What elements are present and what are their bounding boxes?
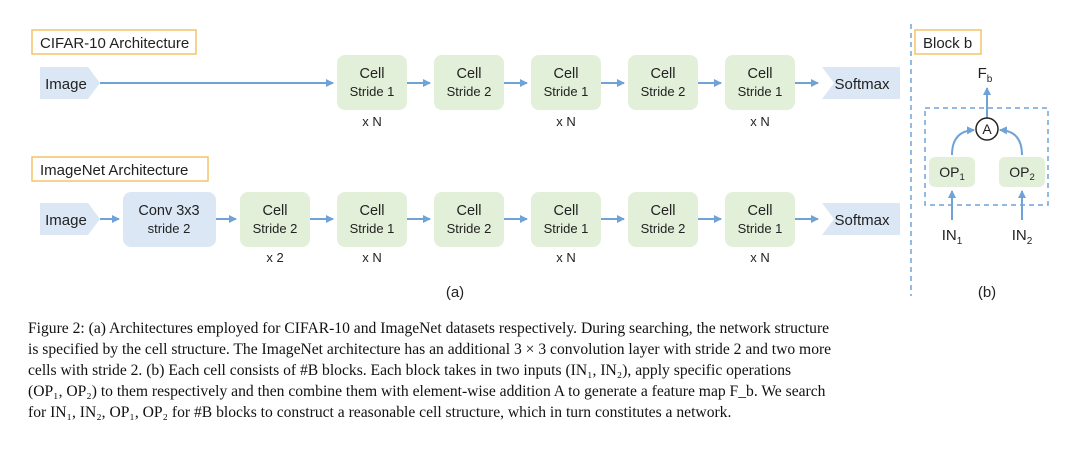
- imagenet-conv-node: Conv 3x3 stride 2: [123, 192, 216, 247]
- repeat-label: x N: [556, 250, 576, 265]
- svg-text:OP1: OP1: [939, 164, 965, 183]
- panel-b-label: (b): [978, 284, 996, 301]
- op2-to-add-arrow: [999, 126, 1023, 156]
- caption-line: is specified by the cell structure. The …: [28, 341, 832, 358]
- op1-node: OP1: [929, 157, 975, 187]
- architecture-figure: CIFAR-10 Architecture Image Cell Stride …: [31, 24, 1049, 301]
- svg-text:stride 2: stride 2: [148, 221, 191, 236]
- svg-text:Cell: Cell: [360, 66, 385, 82]
- repeat-label: x N: [362, 250, 382, 265]
- cifar-title: CIFAR-10 Architecture: [40, 35, 189, 52]
- repeat-label: x N: [556, 114, 576, 129]
- imagenet-cell-4: Cell Stride 1 x N: [531, 192, 601, 265]
- svg-text:Cell: Cell: [360, 203, 385, 219]
- caption-line: cells with stride 2. (b) Each cell consi…: [28, 362, 792, 379]
- caption-line: (OP₁, OP₂) to them respectively and then…: [28, 383, 826, 400]
- svg-text:Stride 2: Stride 2: [253, 221, 298, 236]
- in1-label: IN1: [942, 227, 963, 247]
- repeat-label: x N: [362, 114, 382, 129]
- in2-label: IN2: [1012, 227, 1033, 247]
- repeat-label: x N: [750, 250, 770, 265]
- cifar-cells: Cell Stride 1 x N Cell Stride 2 Cell Str…: [337, 55, 819, 129]
- add-node: [975, 117, 999, 141]
- repeat-label: x N: [750, 114, 770, 129]
- svg-text:OP2: OP2: [1009, 164, 1035, 183]
- imagenet-cell-5: Cell Stride 2: [628, 192, 698, 247]
- caption-line: for IN₁, IN₂, OP₁, OP₂ for #B blocks to …: [28, 404, 732, 421]
- add-node-label: A: [982, 121, 992, 137]
- caption-line: Figure 2: (a) Architectures employed for…: [28, 320, 830, 337]
- imagenet-cell-3: Cell Stride 2: [434, 192, 504, 247]
- svg-text:Cell: Cell: [651, 66, 676, 82]
- svg-text:Conv 3x3: Conv 3x3: [138, 203, 199, 219]
- imagenet-cell-6: Cell Stride 1 x N: [725, 192, 795, 265]
- block-output-label: Fb: [978, 65, 993, 85]
- svg-text:Stride 1: Stride 1: [738, 84, 783, 99]
- cifar-cell-4: Cell Stride 2: [628, 55, 698, 110]
- cifar-cell-1: Cell Stride 1 x N: [337, 55, 407, 129]
- imagenet-cell-2: Cell Stride 1 x N: [337, 192, 407, 265]
- imagenet-cell-1: Cell Stride 2 x 2: [240, 192, 310, 265]
- cifar-cell-3: Cell Stride 1 x N: [531, 55, 601, 129]
- svg-text:Cell: Cell: [457, 66, 482, 82]
- svg-text:Cell: Cell: [263, 203, 288, 219]
- svg-text:Stride 1: Stride 1: [350, 84, 395, 99]
- cifar-title-box: [31, 29, 197, 55]
- op2-node: OP2: [999, 157, 1045, 187]
- cifar-image-label: Image: [45, 76, 87, 93]
- svg-text:Cell: Cell: [554, 66, 579, 82]
- imagenet-softmax-label: Softmax: [834, 212, 890, 229]
- svg-text:Cell: Cell: [748, 203, 773, 219]
- svg-text:Stride 2: Stride 2: [641, 221, 686, 236]
- svg-text:Stride 1: Stride 1: [544, 221, 589, 236]
- cifar-cell-5: Cell Stride 1 x N: [725, 55, 795, 129]
- block-boundary: [924, 107, 1049, 206]
- imagenet-title: ImageNet Architecture: [40, 162, 188, 179]
- repeat-label: x 2: [266, 250, 283, 265]
- cifar-image-node: [40, 67, 100, 99]
- cifar-softmax-label: Softmax: [834, 76, 890, 93]
- panel-a-label: (a): [446, 284, 464, 301]
- figure-caption: Figure 2: (a) Architectures employed for…: [28, 318, 1058, 423]
- imagenet-softmax-node: [822, 203, 900, 235]
- imagenet-image-label: Image: [45, 212, 87, 229]
- svg-text:Stride 1: Stride 1: [544, 84, 589, 99]
- svg-text:Cell: Cell: [651, 203, 676, 219]
- svg-text:Stride 1: Stride 1: [738, 221, 783, 236]
- cifar-cell-2: Cell Stride 2: [434, 55, 504, 110]
- svg-text:Stride 2: Stride 2: [447, 221, 492, 236]
- svg-text:Cell: Cell: [457, 203, 482, 219]
- svg-text:Cell: Cell: [554, 203, 579, 219]
- cifar-softmax-node: [822, 67, 900, 99]
- imagenet-image-node: [40, 203, 100, 235]
- svg-text:Stride 2: Stride 2: [641, 84, 686, 99]
- op1-to-add-arrow: [951, 126, 975, 156]
- imagenet-cells: Cell Stride 2 x 2 Cell Stride 1 x N Cell…: [240, 192, 819, 265]
- svg-text:Cell: Cell: [748, 66, 773, 82]
- block-title-box: [914, 29, 982, 55]
- svg-text:Stride 1: Stride 1: [350, 221, 395, 236]
- block-title: Block b: [923, 35, 972, 52]
- svg-text:Stride 2: Stride 2: [447, 84, 492, 99]
- imagenet-title-box: [31, 156, 209, 182]
